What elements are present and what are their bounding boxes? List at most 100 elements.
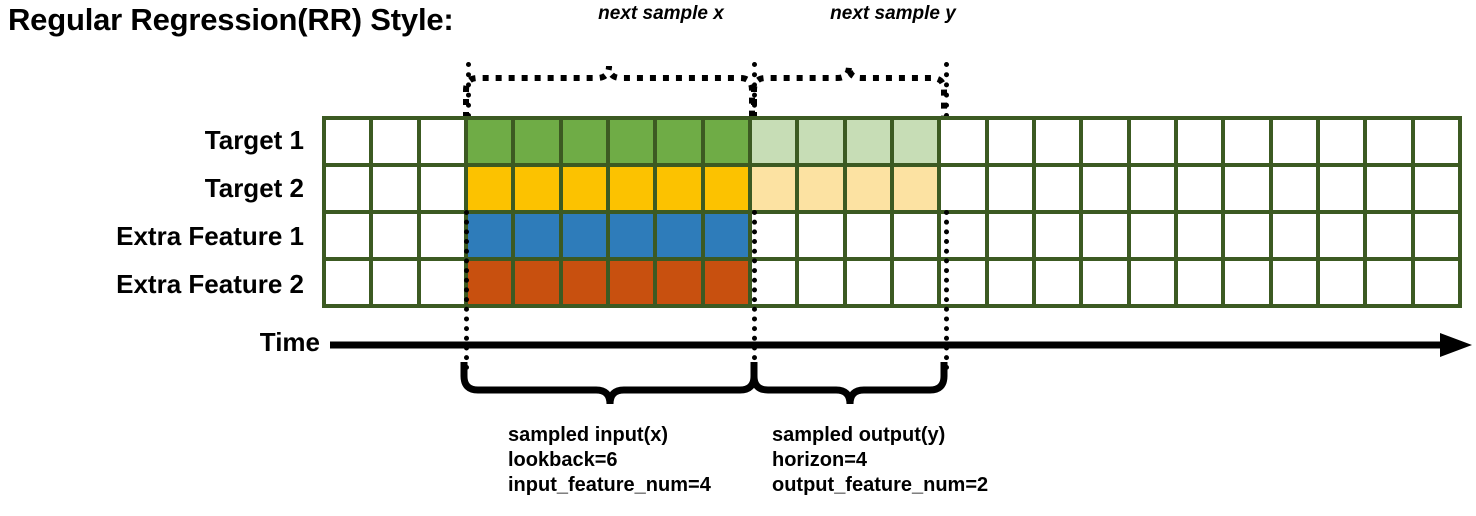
brace-next-sample-y xyxy=(751,65,947,118)
grid-row xyxy=(326,120,1458,163)
grid-cell-r2-c20 xyxy=(1225,167,1269,210)
bottom-brace-group xyxy=(460,362,948,405)
grid-cell-r2-c21 xyxy=(1272,167,1316,210)
grid-cell-r1-c16 xyxy=(1035,120,1080,163)
grid-cell-r3-c20 xyxy=(1225,214,1269,257)
grid-cell-r3-c24 xyxy=(1414,214,1458,257)
caption-output-line-2: horizon=4 xyxy=(772,449,868,471)
grid-cell-r1-c10 xyxy=(751,120,796,163)
grid-cell-r1-c15 xyxy=(988,120,1032,163)
guide-line-input-end xyxy=(752,62,757,118)
caption-input-line-1: sampled input(x) xyxy=(508,424,669,446)
grid-cell-r4-c23 xyxy=(1367,261,1411,304)
grid-cell-r3-c1 xyxy=(326,214,370,257)
grid-cell-r2-c6 xyxy=(562,167,606,210)
grid-cell-r4-c17 xyxy=(1083,261,1127,304)
grid-cell-r3-c22 xyxy=(1319,214,1364,257)
caption-sampled-input: sampled input(x) lookback=6 input_featur… xyxy=(508,423,711,498)
grid-cell-r1-c23 xyxy=(1367,120,1411,163)
grid-cell-r2-c4 xyxy=(467,167,512,210)
grid-cell-r4-c4 xyxy=(467,261,512,304)
caption-output-line-1: sampled output(y) xyxy=(772,424,946,446)
grid-cell-r3-c4 xyxy=(467,214,512,257)
grid-cell-r4-c9 xyxy=(704,261,748,304)
grid-cell-r1-c8 xyxy=(657,120,701,163)
grid-cell-r1-c13 xyxy=(893,120,938,163)
grid-cell-r4-c24 xyxy=(1414,261,1458,304)
grid-cell-r4-c16 xyxy=(1035,261,1080,304)
grid-cell-r2-c13 xyxy=(893,167,938,210)
top-brace-group xyxy=(463,65,947,118)
caption-output-line-3: output_feature_num=2 xyxy=(772,474,989,496)
grid-cell-r4-c7 xyxy=(609,261,654,304)
caption-sampled-output: sampled output(y) horizon=4 output_featu… xyxy=(772,423,988,498)
grid-cell-r3-c6 xyxy=(562,214,606,257)
guide-line-input-start xyxy=(466,62,471,118)
grid-cell-r4-c19 xyxy=(1177,261,1222,304)
grid-cell-r1-c6 xyxy=(562,120,606,163)
grid-cell-r3-c5 xyxy=(515,214,559,257)
grid-cell-r2-c8 xyxy=(657,167,701,210)
grid-cell-r1-c1 xyxy=(326,120,370,163)
grid-cell-r4-c2 xyxy=(373,261,417,304)
time-axis-label: Time xyxy=(259,327,320,357)
grid-row xyxy=(326,214,1458,257)
grid-cell-r4-c8 xyxy=(657,261,701,304)
grid-cell-r3-c11 xyxy=(799,214,843,257)
grid-cell-r1-c24 xyxy=(1414,120,1458,163)
grid-cell-r3-c2 xyxy=(373,214,417,257)
grid-cell-r4-c1 xyxy=(326,261,370,304)
grid-cell-r4-c3 xyxy=(420,261,464,304)
grid-cell-r2-c5 xyxy=(515,167,559,210)
grid-cell-r1-c9 xyxy=(704,120,748,163)
grid-cell-r4-c15 xyxy=(988,261,1032,304)
grid-cell-r4-c21 xyxy=(1272,261,1316,304)
grid-cell-r3-c17 xyxy=(1083,214,1127,257)
grid-cell-r2-c22 xyxy=(1319,167,1364,210)
grid-cell-r2-c16 xyxy=(1035,167,1080,210)
grid-cell-r3-c7 xyxy=(609,214,654,257)
row-label-extra-feature-1: Extra Feature 1 xyxy=(116,220,304,251)
caption-input-line-2: lookback=6 xyxy=(508,449,618,471)
timeseries-grid xyxy=(322,116,1462,308)
grid-cell-r4-c22 xyxy=(1319,261,1364,304)
grid-cell-r3-c12 xyxy=(846,214,890,257)
grid-cell-r2-c3 xyxy=(420,167,464,210)
time-axis-arrow xyxy=(330,333,1472,357)
annotation-next-sample-x: next sample x xyxy=(598,3,724,24)
grid-row xyxy=(326,261,1458,304)
annotation-next-sample-y: next sample y xyxy=(830,3,956,24)
grid-cell-r1-c22 xyxy=(1319,120,1364,163)
grid-cell-r3-c3 xyxy=(420,214,464,257)
grid-cell-r2-c14 xyxy=(941,167,985,210)
grid-cell-r1-c7 xyxy=(609,120,654,163)
grid-cell-r1-c11 xyxy=(799,120,843,163)
grid-cell-r4-c5 xyxy=(515,261,559,304)
grid-cell-r3-c16 xyxy=(1035,214,1080,257)
grid-cell-r4-c12 xyxy=(846,261,890,304)
grid-cell-r2-c10 xyxy=(751,167,796,210)
grid-cell-r4-c18 xyxy=(1130,261,1174,304)
grid-cell-r1-c21 xyxy=(1272,120,1316,163)
grid-cell-r4-c6 xyxy=(562,261,606,304)
grid-cell-r2-c18 xyxy=(1130,167,1174,210)
grid-cell-r4-c11 xyxy=(799,261,843,304)
caption-input-line-3: input_feature_num=4 xyxy=(508,474,711,496)
guide-line-bottom-output-end xyxy=(944,210,949,370)
grid-cell-r2-c7 xyxy=(609,167,654,210)
grid-cell-r3-c23 xyxy=(1367,214,1411,257)
grid-cell-r3-c10 xyxy=(751,214,796,257)
row-label-extra-feature-2: Extra Feature 2 xyxy=(116,268,304,299)
grid-cell-r1-c3 xyxy=(420,120,464,163)
grid-cell-r2-c23 xyxy=(1367,167,1411,210)
grid-cell-r2-c15 xyxy=(988,167,1032,210)
grid-cell-r4-c20 xyxy=(1225,261,1269,304)
grid-cell-r3-c15 xyxy=(988,214,1032,257)
grid-cell-r3-c18 xyxy=(1130,214,1174,257)
grid-cell-r2-c24 xyxy=(1414,167,1458,210)
grid-cell-r4-c10 xyxy=(751,261,796,304)
grid-cell-r2-c1 xyxy=(326,167,370,210)
row-label-list: Target 1 Target 2 Extra Feature 1 Extra … xyxy=(0,116,314,308)
grid-cell-r3-c9 xyxy=(704,214,748,257)
grid-cell-r1-c2 xyxy=(373,120,417,163)
